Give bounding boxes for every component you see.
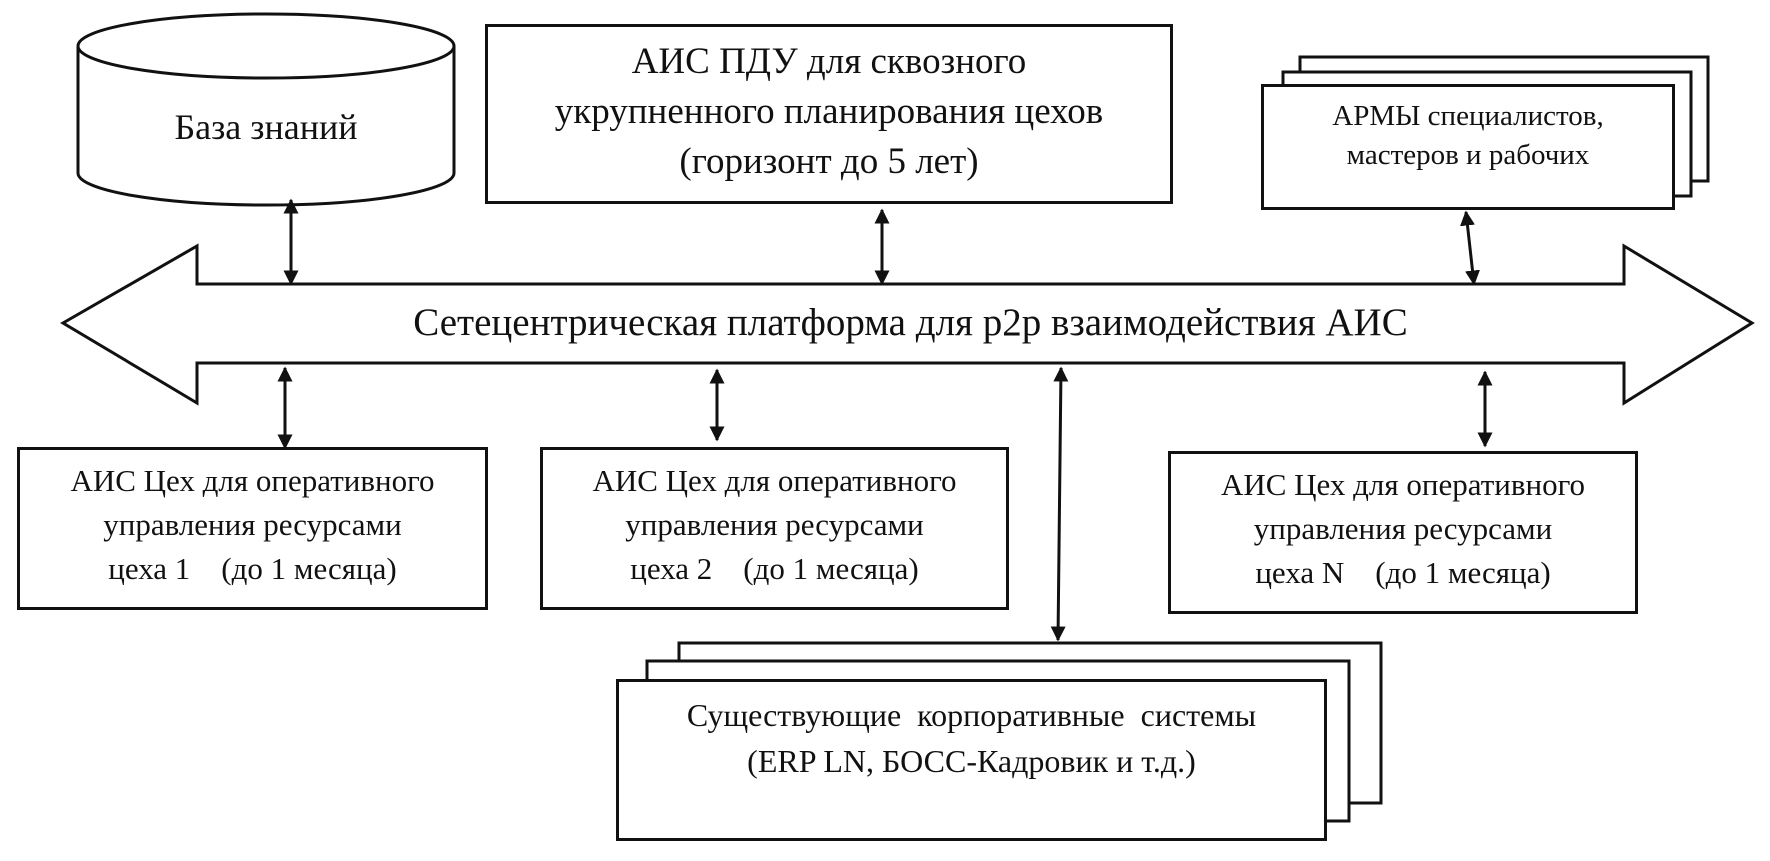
arm-label: АРМЫ специалистов, мастеров и рабочих — [1332, 100, 1604, 171]
corporate-label: Существующие корпоративные системы (ERP … — [686, 697, 1257, 779]
knowledge-base-cylinder — [76, 12, 456, 207]
shop-n-label: АИС Цех для оперативного управления ресу… — [1220, 467, 1586, 590]
shop-n-box — [1168, 451, 1638, 614]
platform-label: Сетецентрическая платформа для p2p взаим… — [413, 301, 1408, 344]
platform-double-arrow — [60, 243, 1755, 406]
corporate-box — [616, 679, 1327, 841]
edge-platform-corporate — [1050, 366, 1069, 642]
ais-pdu-box — [485, 24, 1173, 204]
arm-box — [1261, 84, 1675, 210]
edge-arm-platform — [1460, 210, 1480, 286]
shop-2-box — [540, 447, 1009, 610]
knowledge-base-label: База знаний — [174, 107, 358, 147]
shop-1-box — [17, 447, 488, 610]
ais-pdu-label: АИС ПДУ для сквозного укрупненного плани… — [554, 41, 1104, 182]
shop-2-label: АИС Цех для оперативного управления ресу… — [592, 463, 957, 586]
shop-1-label: АИС Цех для оперативного управления ресу… — [70, 463, 435, 586]
